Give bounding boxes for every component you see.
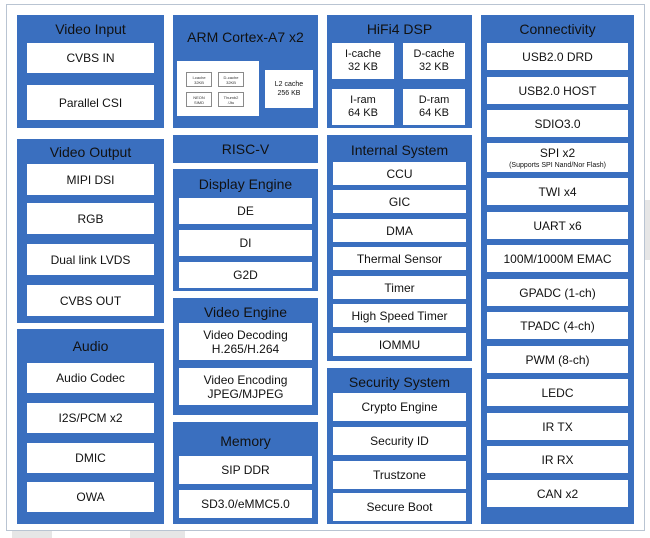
memory-panel: Memory SIP DDR SD3.0/eMMC5.0 bbox=[173, 422, 318, 524]
hifi4-dsp-title: HiFi4 DSP bbox=[366, 21, 433, 37]
display-engine-item: G2D bbox=[179, 262, 312, 288]
video-output-item: Dual link LVDS bbox=[27, 244, 154, 275]
video-engine-panel: Video Engine Video Decoding H.265/H.264 … bbox=[173, 298, 318, 415]
internal-system-item: GIC bbox=[333, 190, 466, 213]
hifi4-dsp-panel: HiFi4 DSP I-cache 32 KB D-cache 32 KB I-… bbox=[327, 15, 472, 128]
video-output-item: RGB bbox=[27, 203, 154, 234]
video-engine-item: Video Decoding H.265/H.264 bbox=[179, 323, 312, 360]
internal-system-panel: Internal System CCU GIC DMA Thermal Sens… bbox=[327, 135, 472, 361]
video-engine-title: Video Engine bbox=[203, 304, 288, 320]
video-output-item: MIPI DSI bbox=[27, 164, 154, 195]
connectivity-item: USB2.0 DRD bbox=[487, 43, 628, 70]
video-output-title: Video Output bbox=[49, 144, 132, 160]
audio-item: DMIC bbox=[27, 443, 154, 473]
arm-l2-cache: L2 cache 256 KB bbox=[265, 70, 313, 108]
audio-item: Audio Codec bbox=[27, 363, 154, 393]
spi-label: SPI x2 bbox=[539, 145, 576, 160]
arm-core-cell: Thumb2 /Jtu bbox=[218, 92, 244, 107]
connectivity-item-spi: SPI x2 (Supports SPI Nand/Nor Flash) bbox=[487, 143, 628, 172]
connectivity-item: IR TX bbox=[487, 413, 628, 440]
video-input-title: Video Input bbox=[55, 21, 126, 37]
internal-system-item: DMA bbox=[333, 219, 466, 242]
connectivity-item: GPADC (1-ch) bbox=[487, 279, 628, 306]
video-engine-item: Video Encoding JPEG/MJPEG bbox=[179, 368, 312, 405]
arm-core-cell: I-cache 32KB bbox=[186, 72, 212, 87]
display-engine-item: DE bbox=[179, 198, 312, 224]
connectivity-item: IR RX bbox=[487, 446, 628, 473]
memory-item: SIP DDR bbox=[179, 456, 312, 484]
internal-system-item: IOMMU bbox=[333, 333, 466, 356]
display-engine-item: DI bbox=[179, 230, 312, 256]
video-input-panel: Video Input CVBS IN Parallel CSI bbox=[17, 15, 164, 128]
audio-panel: Audio Audio Codec I2S/PCM x2 DMIC OWA bbox=[17, 329, 164, 524]
connectivity-item: TWI x4 bbox=[487, 178, 628, 205]
connectivity-item: SDIO3.0 bbox=[487, 110, 628, 137]
hifi4-item: D-cache 32 KB bbox=[403, 43, 465, 79]
security-system-title: Security System bbox=[348, 374, 451, 390]
internal-system-item: CCU bbox=[333, 162, 466, 185]
arm-core-cell: NEON SIMD bbox=[186, 92, 212, 107]
audio-item: I2S/PCM x2 bbox=[27, 403, 154, 433]
internal-system-item: High Speed Timer bbox=[333, 304, 466, 327]
internal-system-title: Internal System bbox=[350, 142, 449, 158]
display-engine-panel: Display Engine DE DI G2D bbox=[173, 169, 318, 291]
spi-note: (Supports SPI Nand/Nor Flash) bbox=[509, 161, 606, 169]
video-input-item: CVBS IN bbox=[27, 43, 154, 73]
riscv-title: RISC-V bbox=[221, 141, 270, 157]
security-system-item: Crypto Engine bbox=[333, 393, 466, 421]
connectivity-item: CAN x2 bbox=[487, 480, 628, 507]
block-diagram: Video Input CVBS IN Parallel CSI Video O… bbox=[6, 4, 645, 531]
memory-title: Memory bbox=[220, 433, 271, 449]
arm-cortex-panel: ARM Cortex-A7 x2 I-cache 32KB D-cache 32… bbox=[173, 15, 318, 128]
arm-cortex-title: ARM Cortex-A7 x2 bbox=[187, 29, 304, 45]
video-output-item: CVBS OUT bbox=[27, 285, 154, 316]
audio-title: Audio bbox=[72, 338, 109, 354]
security-system-panel: Security System Crypto Engine Security I… bbox=[327, 368, 472, 524]
connectivity-item: TPADC (4-ch) bbox=[487, 312, 628, 339]
security-system-item: Security ID bbox=[333, 427, 466, 455]
connectivity-item: USB2.0 HOST bbox=[487, 77, 628, 104]
internal-system-item: Thermal Sensor bbox=[333, 247, 466, 270]
hifi4-item: I-cache 32 KB bbox=[332, 43, 394, 79]
connectivity-item: LEDC bbox=[487, 379, 628, 406]
arm-core-cell: D-cache 32KB bbox=[218, 72, 244, 87]
riscv-panel: RISC-V bbox=[173, 135, 318, 163]
display-engine-title: Display Engine bbox=[198, 176, 293, 192]
memory-item: SD3.0/eMMC5.0 bbox=[179, 490, 312, 518]
video-output-panel: Video Output MIPI DSI RGB Dual link LVDS… bbox=[17, 139, 164, 323]
internal-system-item: Timer bbox=[333, 276, 466, 299]
connectivity-item: 100M/1000M EMAC bbox=[487, 245, 628, 272]
arm-core-block: I-cache 32KB D-cache 32KB NEON SIMD Thum… bbox=[177, 61, 259, 116]
connectivity-title: Connectivity bbox=[519, 21, 596, 37]
hifi4-item: D-ram 64 KB bbox=[403, 89, 465, 125]
connectivity-panel: Connectivity USB2.0 DRD USB2.0 HOST SDIO… bbox=[481, 15, 634, 524]
audio-item: OWA bbox=[27, 482, 154, 512]
security-system-item: Trustzone bbox=[333, 461, 466, 489]
hifi4-item: I-ram 64 KB bbox=[332, 89, 394, 125]
security-system-item: Secure Boot bbox=[333, 493, 466, 521]
video-input-item: Parallel CSI bbox=[27, 85, 154, 120]
connectivity-item: PWM (8-ch) bbox=[487, 346, 628, 373]
connectivity-item: UART x6 bbox=[487, 212, 628, 239]
